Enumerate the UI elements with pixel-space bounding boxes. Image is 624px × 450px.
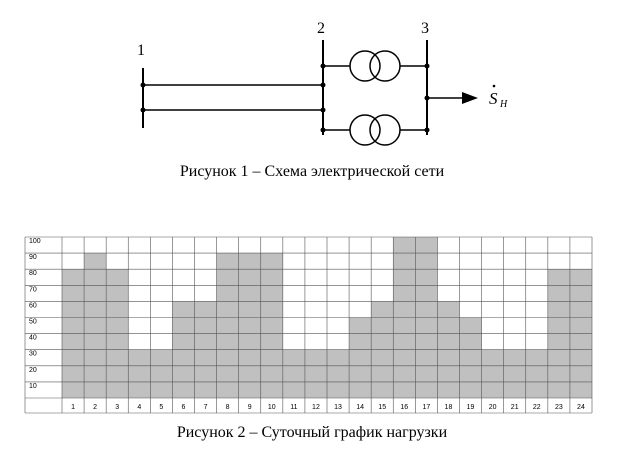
x-tick-label: 12 bbox=[312, 404, 320, 411]
x-tick-label: 24 bbox=[577, 404, 585, 411]
x-tick-label: 15 bbox=[378, 404, 386, 411]
x-tick-label: 7 bbox=[204, 404, 208, 411]
load-symbol: S bbox=[489, 89, 498, 108]
x-tick-label: 1 bbox=[71, 404, 75, 411]
y-tick-label: 100 bbox=[29, 238, 41, 245]
x-tick-label: 6 bbox=[182, 404, 186, 411]
x-tick-label: 8 bbox=[226, 404, 230, 411]
figure-2-caption: Рисунок 2 – Суточный график нагрузки bbox=[176, 424, 448, 441]
x-tick-label: 5 bbox=[159, 404, 163, 411]
chart-bar bbox=[327, 349, 350, 398]
x-tick-label: 16 bbox=[400, 404, 408, 411]
y-tick-label: 80 bbox=[29, 270, 37, 277]
chart-bar bbox=[503, 349, 526, 398]
y-tick-label: 10 bbox=[29, 383, 37, 390]
x-tick-label: 18 bbox=[445, 404, 453, 411]
chart-bar bbox=[84, 253, 107, 398]
chart-bar bbox=[349, 317, 372, 398]
load-dot-icon bbox=[492, 84, 496, 88]
node-label-1: 1 bbox=[137, 42, 145, 59]
y-tick-label: 90 bbox=[29, 254, 37, 261]
x-tick-label: 11 bbox=[290, 404, 297, 411]
x-tick-label: 2 bbox=[93, 404, 97, 411]
chart-bar bbox=[128, 349, 151, 398]
chart-bar bbox=[260, 253, 283, 398]
x-tick-label: 22 bbox=[533, 404, 541, 411]
node-label-2: 2 bbox=[317, 20, 325, 37]
chart-bar bbox=[238, 253, 261, 398]
x-tick-label: 23 bbox=[555, 404, 563, 411]
y-tick-label: 30 bbox=[29, 351, 37, 358]
figure-1-caption: Рисунок 1 – Схема электрической сети bbox=[179, 163, 445, 180]
y-tick-label: 20 bbox=[29, 367, 37, 374]
x-tick-label: 17 bbox=[422, 404, 430, 411]
x-tick-label: 19 bbox=[467, 404, 475, 411]
network-scheme: 1 2 3 S H bbox=[137, 20, 508, 146]
chart-bar bbox=[150, 349, 173, 398]
x-tick-label: 10 bbox=[268, 404, 276, 411]
x-tick-label: 3 bbox=[115, 404, 119, 411]
x-tick-label: 4 bbox=[137, 404, 141, 411]
x-tick-label: 13 bbox=[334, 404, 342, 411]
node-label-3: 3 bbox=[421, 20, 429, 37]
chart-bar bbox=[304, 349, 327, 398]
load-subscript: H bbox=[499, 99, 508, 110]
load-arrowhead-icon bbox=[462, 92, 478, 104]
chart-bar bbox=[459, 317, 482, 398]
chart-bar bbox=[216, 253, 239, 398]
transformer-2-primary bbox=[349, 114, 381, 146]
transformer-1-primary bbox=[349, 50, 381, 82]
y-tick-label: 70 bbox=[29, 286, 37, 293]
x-tick-label: 14 bbox=[356, 404, 364, 411]
chart-bar bbox=[282, 349, 305, 398]
chart-bar bbox=[481, 349, 504, 398]
x-tick-label: 21 bbox=[511, 404, 519, 411]
chart-bar bbox=[525, 349, 548, 398]
x-tick-label: 9 bbox=[248, 404, 252, 411]
y-tick-label: 50 bbox=[29, 319, 37, 326]
y-tick-label: 40 bbox=[29, 335, 37, 342]
x-tick-label: 20 bbox=[489, 404, 497, 411]
y-tick-label: 60 bbox=[29, 302, 37, 309]
